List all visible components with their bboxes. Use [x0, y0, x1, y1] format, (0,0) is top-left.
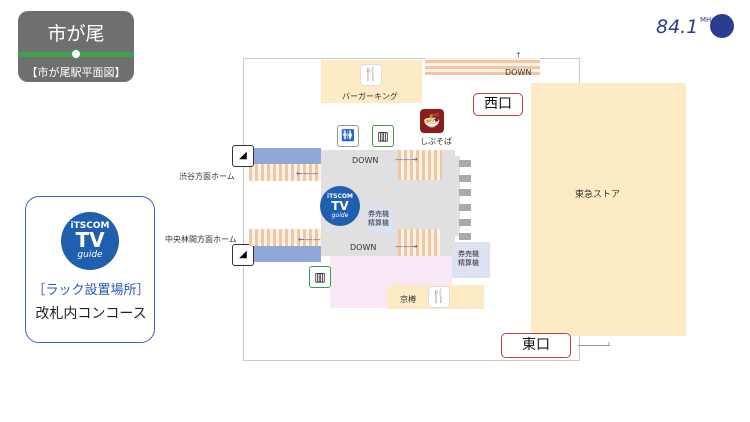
east-exit-label: 東口	[522, 337, 550, 353]
shibusoba-label: しぶそば	[420, 137, 452, 146]
station-badge: 市が尾 【市が尾駅平面図】	[18, 11, 134, 82]
ticket-machine-2-area	[452, 242, 490, 278]
shibuya-platform-blue	[254, 148, 321, 164]
cutlery-icon: 🍴	[428, 286, 450, 308]
ticket-gate	[459, 204, 471, 211]
arrow-right-icon: ——→	[395, 155, 418, 164]
rack-location: 改札内コンコース	[35, 306, 147, 322]
station-subtitle: 【市が尾駅平面図】	[26, 66, 126, 79]
arrow-left-icon: ←——	[298, 235, 321, 244]
radio-badge-icon	[710, 14, 734, 38]
chuo-platform-blue	[254, 246, 321, 262]
shibuya-stair	[249, 164, 321, 181]
marker-bottom-text: guide	[331, 212, 349, 219]
station-name: 市が尾	[47, 23, 105, 45]
noodle-bowl-icon: 🍜	[420, 109, 444, 133]
radio-unit: MHz	[700, 16, 715, 24]
rack-label: ［ラック設置場所］	[32, 283, 150, 298]
ticket-machine-1-area	[366, 206, 394, 234]
arrow-left-icon: ←——	[296, 169, 319, 178]
east-exit: 東口	[501, 333, 571, 358]
elevator-icon: ▥	[309, 266, 331, 288]
itscom-tv-guide-logo: iTSCOM TV guide	[61, 212, 119, 270]
ticket-gate	[459, 189, 471, 196]
chuo-stair	[249, 229, 321, 246]
arrow-right-icon: ›	[607, 339, 611, 349]
marker-main-text: TV	[331, 199, 349, 213]
logo-top-text: iTSCOM	[70, 221, 110, 231]
rack-marker-icon: iTSCOM TV guide	[320, 186, 360, 226]
burger-king-label: バーガーキング	[342, 92, 398, 101]
down-lower-label: DOWN	[350, 243, 377, 252]
restroom-icon: 🚻	[337, 125, 359, 147]
logo-bottom-text: guide	[77, 250, 103, 260]
cutlery-icon: 🍴	[360, 64, 382, 86]
tokyu-store-label: 東急ストア	[575, 190, 621, 200]
ticket-machine-1-label: 券売機 精算機	[368, 210, 389, 227]
logo-main-text: TV	[75, 228, 105, 252]
stair-top	[425, 58, 540, 75]
marker-top-text: iTSCOM	[327, 193, 353, 200]
down-top-label: DOWN	[505, 68, 532, 77]
ticket-gate	[459, 233, 471, 240]
ticket-gate	[459, 219, 471, 226]
gate-strip	[440, 156, 460, 236]
shibuya-platform-label: 渋谷方面ホーム	[179, 172, 235, 181]
east-exit-arrow-line	[578, 345, 610, 346]
escalator-icon: ◢	[232, 145, 254, 167]
chuo-platform-label: 中央林間方面ホーム	[165, 235, 237, 244]
rack-info-card: iTSCOM TV guide ［ラック設置場所］ 改札内コンコース	[25, 196, 155, 343]
ticket-gate	[459, 160, 471, 167]
west-exit-label: 西口	[484, 96, 512, 112]
concourse-stair-1	[398, 150, 442, 180]
radio-logo: 84.1 MHz	[656, 14, 738, 46]
ticket-gate	[459, 175, 471, 182]
escalator-icon: ◢	[232, 244, 254, 266]
station-dot-icon	[71, 49, 81, 59]
elevator-icon: ▥	[372, 125, 394, 147]
arrow-right-icon: ——→	[395, 242, 418, 251]
ticket-machine-2-label: 券売機 精算機	[458, 250, 479, 267]
tokyu-store-area	[531, 83, 686, 336]
radio-frequency: 84.1	[656, 16, 699, 38]
down-middle-label: DOWN	[352, 156, 379, 165]
kyomune-label: 京樽	[400, 295, 416, 304]
west-exit: 西口	[473, 93, 523, 116]
arrow-up-icon: ↑	[515, 51, 522, 60]
